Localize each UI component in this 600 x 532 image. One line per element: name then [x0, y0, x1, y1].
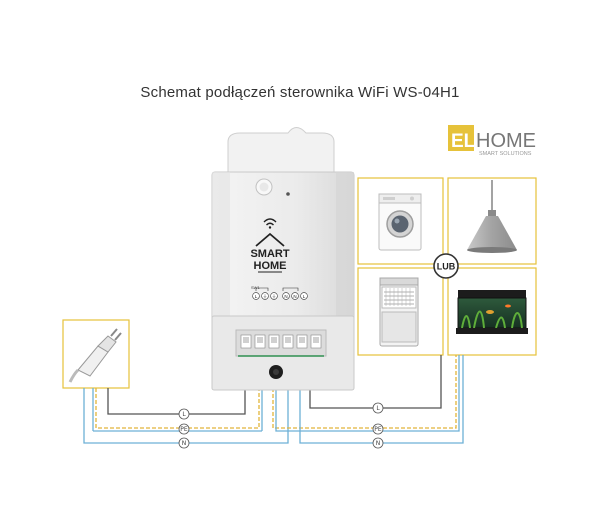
pendant-lamp-icon [467, 180, 517, 253]
tag-earth-load: PE [374, 426, 382, 433]
terminal-screw-head [271, 337, 277, 343]
terminal-glyph-label: ⏚ [263, 293, 268, 299]
wire-earth-load-a [272, 346, 457, 429]
lub-badge: LUB [433, 253, 459, 279]
logo-tagline: SMART SOLUTIONS [479, 151, 532, 157]
terminal-glyph-label: L [255, 294, 258, 299]
terminal-block [235, 329, 327, 357]
house-icon [255, 232, 285, 247]
terminal-glyph-ring [270, 292, 278, 300]
washing-machine-icon [378, 193, 422, 251]
plug-icon [68, 328, 122, 383]
logo-main: HOME [476, 130, 536, 152]
terminal-header: SW1 [251, 285, 260, 290]
tag-live-load: L [376, 405, 380, 412]
wifi-icon [263, 218, 277, 223]
terminal-screw-head [257, 337, 263, 343]
smart-home-logo: SMART HOME [250, 218, 290, 273]
terminal-glyph-ring [300, 292, 308, 300]
device-brand-line1: SMART [250, 248, 289, 260]
lub-label: LUB [437, 262, 456, 272]
terminal-glyph-ring [261, 292, 269, 300]
terminal-glyph-label: N [293, 294, 296, 299]
terminal-glyph-label: ⏚ [272, 293, 277, 299]
tag-earth-supply: PE [180, 426, 188, 433]
tag-neutral-load: N [376, 440, 381, 447]
terminal-glyph-ring [291, 292, 299, 300]
terminal-screw-head [299, 337, 305, 343]
terminal-screw-head [285, 337, 291, 343]
terminal-glyph-ring [282, 292, 290, 300]
terminal-glyph-label: L [303, 294, 306, 299]
device-brand-line2: HOME [254, 260, 287, 272]
logo-square [448, 125, 474, 151]
terminal-legend: SW1 L ⏚ ⏚ N N L [251, 285, 308, 300]
controller-device: SMART HOME SW1 L ⏚ ⏚ N N L [211, 127, 355, 391]
power-plug-box [62, 319, 130, 389]
appliance-grid [357, 177, 537, 356]
dishwasher-icon [379, 277, 419, 347]
terminal-glyph-ring [252, 292, 260, 300]
aquarium-icon [456, 290, 528, 334]
tag-neutral-supply: N [182, 440, 187, 447]
terminal-glyph-label: N [284, 294, 287, 299]
tag-live-supply: L [182, 411, 186, 418]
terminal-screw-head [243, 337, 249, 343]
status-led [286, 192, 290, 196]
page-title: Schemat podłączeń sterownika WiFi WS-04H… [140, 84, 460, 101]
terminal-screw-head [313, 337, 319, 343]
wire-tags: L PE N L PE N [178, 402, 384, 449]
elhome-logo: EL HOME SMART SOLUTIONS [448, 125, 536, 157]
logo-prefix: EL [451, 131, 476, 152]
